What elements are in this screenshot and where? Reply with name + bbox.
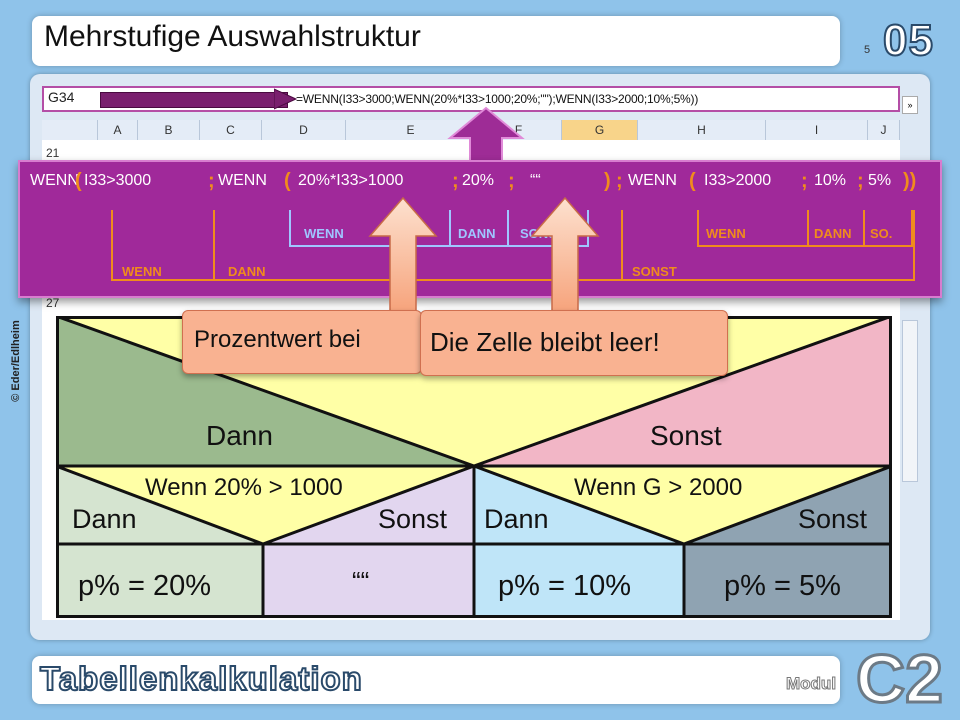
formula-paren: (: [689, 170, 696, 192]
formula-breakdown-panel: [18, 160, 942, 298]
formula-brackets: [111, 210, 915, 281]
formula-condition: I33>3000: [84, 172, 152, 189]
formula-up-arrow-icon: [447, 106, 525, 165]
diagram-result-empty: ““: [352, 566, 370, 596]
footer-bar: [32, 656, 840, 704]
column-header[interactable]: A: [98, 120, 138, 140]
diagram-condition-right: Wenn G > 2000: [574, 474, 743, 501]
formula-separator: ;: [452, 170, 459, 192]
formula-separator: ;: [616, 170, 623, 192]
formula-value: 20%: [462, 172, 495, 189]
diagram-left-dann: Dann: [72, 504, 137, 534]
modul-code: C2: [855, 640, 945, 719]
formula-paren: (: [284, 170, 291, 192]
formula-paren: )): [903, 170, 917, 192]
label-inner2-sonst: SO.: [870, 226, 893, 241]
formula-token-wenn: WENN: [218, 172, 267, 189]
column-header[interactable]: H: [638, 120, 766, 140]
formula-separator: ;: [857, 170, 864, 192]
callout-percent: [182, 310, 422, 374]
diagram-result-5: p% = 5%: [724, 570, 841, 602]
row-header[interactable]: 27: [46, 296, 60, 310]
label-inner2-dann: DANN: [814, 226, 852, 241]
formula-separator: ;: [208, 170, 215, 192]
column-header-selected[interactable]: G: [562, 120, 638, 140]
diagram-right-sonst: Sonst: [798, 504, 868, 534]
label-inner1-wenn: WENN: [304, 226, 344, 241]
vertical-scrollbar[interactable]: [902, 320, 918, 482]
formula-paren: ): [604, 170, 611, 192]
label-outer-dann: DANN: [228, 264, 266, 279]
diagram-right-dann: Dann: [484, 504, 549, 534]
formula-condition: I33>2000: [704, 172, 772, 189]
label-outer-sonst: SONST: [632, 264, 677, 279]
row-header[interactable]: 21: [46, 146, 60, 160]
column-header[interactable]: B: [138, 120, 200, 140]
diagram-condition-left: Wenn 20% > 1000: [145, 474, 343, 501]
formula-condition: 20%*I33>1000: [298, 172, 404, 189]
formula-empty-string: ““: [530, 172, 541, 189]
label-inner2-wenn: WENN: [706, 226, 746, 241]
pointer-arrow-head: [274, 88, 298, 110]
diagram-top-dann: Dann: [206, 420, 273, 451]
cell-reference[interactable]: G34: [48, 89, 75, 105]
expand-formula-bar-button[interactable]: »: [902, 96, 918, 114]
callout-up-arrow-icon: [530, 196, 600, 315]
column-header[interactable]: J: [868, 120, 900, 140]
formula-token-wenn: WENN: [628, 172, 677, 189]
slide-title: Mehrstufige Auswahlstruktur: [44, 20, 421, 53]
callout-empty-cell-text: Die Zelle bleibt leer!: [430, 327, 660, 357]
column-header[interactable]: F: [476, 120, 562, 140]
select-all-corner[interactable]: [42, 120, 98, 140]
column-header[interactable]: I: [766, 120, 868, 140]
formula-input[interactable]: =WENN(I33>3000;WENN(20%*I33>1000;20%;"")…: [296, 92, 699, 106]
callout-empty-cell: [420, 310, 728, 376]
column-header[interactable]: C: [200, 120, 262, 140]
diagram-result-10: p% = 10%: [498, 570, 632, 602]
callout-up-arrow-icon: [368, 196, 438, 315]
title-bar: [32, 16, 840, 66]
module-number: 05: [882, 15, 934, 66]
copyright-text: © Eder/Edlheim: [10, 320, 22, 402]
footer-title: Tabellenkalkulation: [39, 659, 363, 698]
copyright-notice: © Eder/Edlheim: [6, 300, 22, 430]
modul-label: Modul: [785, 674, 837, 694]
formula-separator: ;: [508, 170, 515, 192]
callout-percent-text: Prozentwert bei: [194, 326, 361, 353]
formula-paren: (: [75, 170, 82, 192]
diagram-top-sonst: Sonst: [650, 420, 722, 451]
formula-value: 10%: [814, 172, 847, 189]
formula-value: 5%: [868, 172, 892, 189]
formula-token-wenn: WENN: [30, 172, 79, 189]
diagram-left-sonst: Sonst: [378, 504, 448, 534]
formula-separator: ;: [801, 170, 808, 192]
label-outer-wenn: WENN: [122, 264, 162, 279]
column-header[interactable]: D: [262, 120, 346, 140]
pointer-arrow: [100, 92, 288, 108]
label-inner1-dann: DANN: [458, 226, 496, 241]
page-number: 5: [864, 44, 871, 56]
diagram-result-20: p% = 20%: [78, 570, 212, 602]
